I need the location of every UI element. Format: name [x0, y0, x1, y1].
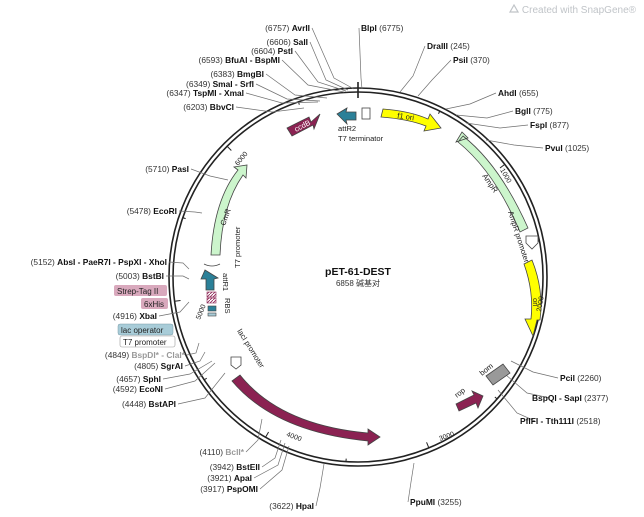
site-bbvci: (6203) BbvCI — [183, 102, 234, 112]
tick-label-3000: 3000 — [438, 431, 455, 443]
site-ppumi: PpuMI (3255) — [410, 497, 462, 507]
site-smai-srfi: (6349) SmaI - SrfI — [186, 79, 254, 89]
feature-ampr-promoter — [525, 235, 539, 250]
site-draiii: DraIII (245) — [427, 41, 470, 51]
site-leader-lines — [158, 27, 559, 507]
watermark: Created with SnapGene® — [508, 4, 636, 16]
lac-operator-label: lac operator — [121, 326, 164, 335]
6xhis-label: 6xHis — [144, 300, 164, 309]
feature-strep-tag-marker — [206, 291, 217, 298]
plasmid-name: pET-61-DEST — [325, 266, 392, 278]
site-pvui: PvuI (1025) — [545, 143, 589, 153]
feature-t7-terminator — [361, 107, 371, 120]
site-psti: (6604) PstI — [251, 46, 293, 56]
strep-tag-box — [114, 285, 167, 296]
watermark-text: Created with SnapGene® — [521, 5, 636, 16]
tick-mark — [438, 110, 441, 114]
label-rop: rop — [453, 386, 467, 400]
site-ahdi: AhdI (655) — [498, 88, 539, 98]
site-bspqi-sapi: BspQI - SapI (2377) — [532, 393, 609, 403]
tick-mark — [226, 145, 232, 151]
feature-f1-ori — [380, 108, 442, 132]
site-xbai: (4916) XbaI — [113, 311, 157, 321]
tick-mark — [499, 163, 506, 169]
t7-promoter-box — [119, 335, 176, 348]
label-attr2: attR2 — [338, 124, 356, 133]
feature-laci-promoter — [230, 356, 242, 370]
site-pcii: PciI (2260) — [560, 373, 602, 383]
tick-label-5000: 5000 — [195, 304, 207, 321]
strep-tag-label: Strep-Tag II — [117, 287, 158, 296]
site-pasi: (5710) PasI — [145, 164, 189, 174]
tick-mark — [182, 217, 186, 220]
feature-attr1 — [200, 269, 220, 291]
feature-t7-promoter-marker — [203, 263, 221, 267]
site-blpi: BlpI (6775) — [361, 23, 404, 33]
feature-bom — [485, 363, 511, 386]
site-pspomi: (3917) PspOMI — [200, 484, 258, 494]
feature-ccdb — [286, 113, 321, 137]
label-rbs: RBS — [223, 298, 232, 314]
t7-promoter-label: T7 promoter — [123, 338, 167, 347]
tick-marks — [174, 101, 540, 462]
lac-operator-box — [117, 323, 174, 336]
feature-ampr — [455, 131, 529, 233]
tick-label-4000: 4000 — [285, 431, 302, 443]
left-sites: (6757) AvrII (6606) SalI (6604) PstI (65… — [31, 23, 314, 511]
feature-laci — [231, 374, 381, 446]
site-bstapi: (4448) BstAPI — [122, 399, 176, 409]
tick-mark — [426, 442, 430, 449]
snapgene-logo-icon — [508, 4, 519, 13]
feature-rop — [455, 390, 484, 412]
feature-lac-operator-marker — [207, 312, 217, 317]
site-bmgbi: (6383) BmgBI — [210, 69, 264, 79]
tick-mark — [265, 431, 270, 438]
label-t7-promoter-vertical: T7 promoter — [233, 226, 242, 268]
right-sites: BlpI (6775) DraIII (245) PsiI (370) AhdI… — [361, 23, 609, 507]
site-fspi: FspI (877) — [530, 120, 569, 130]
site-ecori: (5478) EcoRI — [127, 206, 177, 216]
feature-attr2 — [336, 107, 357, 126]
site-xhoi-group: (5152) AbsI - PaeR7I - PspXI - XhoI — [31, 257, 167, 267]
label-attr1: attR1 — [221, 273, 230, 291]
site-sphi: (4657) SphI — [116, 374, 161, 384]
site-bspdi-clai: (4849) BspDI* - ClaI* — [105, 350, 186, 360]
feature-rbs — [207, 305, 217, 312]
site-avrii: (6757) AvrII — [265, 23, 310, 33]
label-ori: ori — [531, 298, 540, 307]
tick-mark — [494, 396, 498, 400]
site-bfuai-bspmi: (6593) BfuAI - BspMI — [199, 55, 280, 65]
feature-ori — [523, 259, 542, 338]
site-bcli: (4110) BclI* — [199, 447, 244, 457]
site-econi: (4592) EcoNI — [113, 384, 163, 394]
site-sali: (6606) SalI — [267, 37, 308, 47]
tick-label-2000: 2000 — [536, 296, 546, 313]
label-f1-ori: f1 ori — [397, 111, 415, 122]
site-psii: PsiI (370) — [453, 55, 490, 65]
site-pflfi-tth111i: PflFI - Tth111I (2518) — [520, 416, 601, 426]
label-t7-terminator: T7 terminator — [338, 134, 384, 143]
site-bsteii: (3942) BstEII — [210, 462, 260, 472]
site-apai: (3921) ApaI — [207, 473, 252, 483]
site-sgrai: (4805) SgrAI — [134, 361, 183, 371]
label-laci: lacI — [289, 406, 303, 419]
tick-mark — [203, 377, 208, 381]
site-hpai: (3622) HpaI — [269, 501, 314, 511]
site-bstbi: (5003) BstBI — [116, 271, 164, 281]
features — [200, 107, 542, 446]
feature-6xhis-marker — [206, 297, 217, 304]
plasmid-length: 6858 碱基对 — [336, 278, 380, 288]
tick-mark — [174, 299, 181, 302]
site-bgli: BglI (775) — [515, 106, 553, 116]
6xhis-box — [141, 298, 168, 309]
site-tspmi-xmai: (6347) TspMI - XmaI — [166, 88, 244, 98]
feature-cmr — [210, 164, 248, 256]
